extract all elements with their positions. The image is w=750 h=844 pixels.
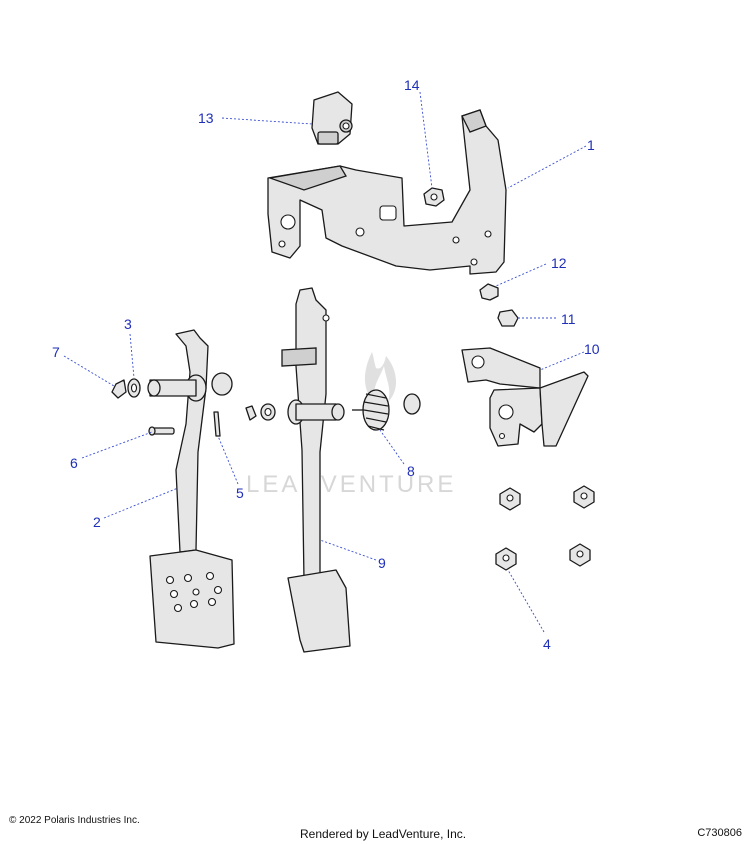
part-spring [352, 389, 421, 431]
callout-8: 8 [407, 463, 415, 479]
callout-9: 9 [378, 555, 386, 571]
part-washer [127, 378, 141, 398]
callout-4: 4 [543, 636, 551, 652]
watermark-text: LEADVENTURE [246, 471, 456, 498]
watermark: LEADVENTURE [246, 352, 456, 498]
part-flange-nut [423, 187, 445, 207]
part-pin [148, 426, 175, 436]
callout-6: 6 [70, 455, 78, 471]
copyright-text: © 2022 Polaris Industries Inc. [9, 815, 140, 826]
callout-12: 12 [551, 255, 567, 271]
callout-13: 13 [198, 110, 214, 126]
diagram-code: C730806 [697, 827, 742, 839]
part-nuts [495, 485, 595, 571]
part-cotter-pin [213, 411, 221, 437]
leader-lines [63, 91, 587, 633]
callout-2: 2 [93, 514, 101, 530]
part-throttle-pedal [281, 287, 351, 653]
rendered-by-text: Rendered by LeadVenture, Inc. [300, 827, 467, 841]
callout-7: 7 [52, 344, 60, 360]
callouts: 1 2 3 4 5 6 7 8 9 10 11 12 13 14 [52, 77, 600, 652]
callout-3: 3 [124, 316, 132, 332]
callout-10: 10 [584, 341, 600, 357]
part-switch [311, 91, 353, 145]
callout-1: 1 [587, 137, 595, 153]
callout-14: 14 [404, 77, 420, 93]
part-bracket-main [267, 109, 507, 275]
part-bolt [497, 309, 519, 327]
part-bracket-small [461, 347, 589, 447]
callout-11: 11 [561, 311, 576, 327]
part-nut-small [479, 283, 499, 301]
callout-5: 5 [236, 485, 244, 501]
part-pivot-washers [245, 403, 276, 421]
part-e-clip [111, 379, 127, 399]
part-brake-pedal [147, 329, 235, 649]
